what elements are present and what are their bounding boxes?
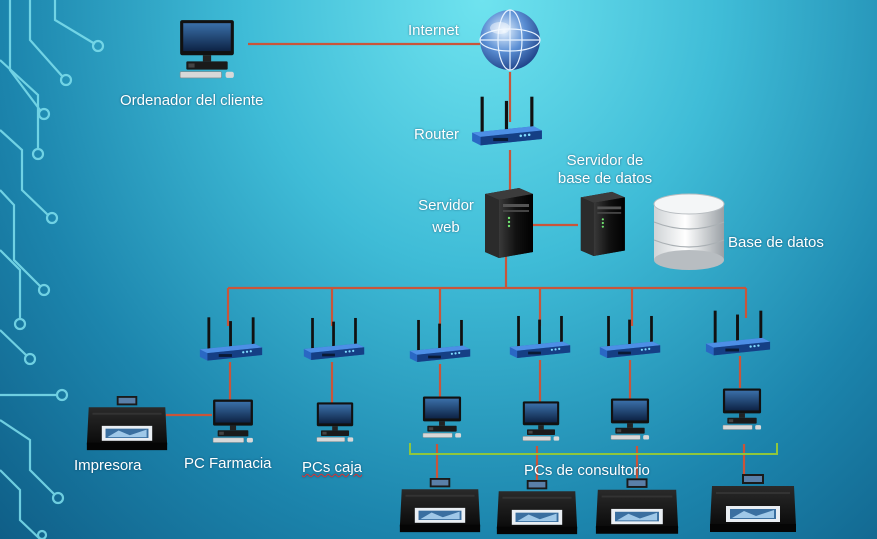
printer-pharmacy-icon[interactable] — [86, 396, 168, 451]
database-label: Base de datos — [728, 234, 824, 251]
pc-consult-3-icon[interactable] — [610, 398, 650, 440]
printer-consult-2-icon[interactable] — [496, 480, 578, 535]
printer-consult-4-icon[interactable] — [710, 474, 796, 532]
circuit-decoration — [0, 0, 105, 539]
web-server-label-line1: Servidor — [418, 197, 474, 214]
router-consult-1-icon[interactable] — [409, 319, 471, 363]
internet-globe-icon[interactable] — [479, 9, 541, 71]
router-consult-4-icon[interactable] — [705, 310, 771, 356]
web-server-icon[interactable] — [485, 188, 533, 258]
router-consult-2-icon[interactable] — [509, 315, 571, 359]
web-server-label-line2: web — [432, 219, 460, 236]
main-router-icon[interactable] — [472, 96, 542, 146]
database-server-icon[interactable] — [580, 191, 625, 256]
database-server-label: Servidor de base de datos — [557, 152, 653, 187]
pc-cash-icon[interactable] — [316, 402, 354, 442]
router-cash-icon[interactable] — [303, 317, 365, 361]
pcs-cash-label: PCs caja — [302, 459, 363, 476]
pc-pharmacy-icon[interactable] — [212, 399, 254, 443]
pc-consult-4-icon[interactable] — [722, 388, 762, 430]
router-pharmacy-icon[interactable] — [199, 317, 263, 361]
pc-pharmacy-label: PC Farmacia — [184, 455, 272, 472]
internet-label: Internet — [408, 22, 459, 39]
pcs-consult-label: PCs de consultorio — [524, 462, 650, 479]
consult-pcs-bracket — [409, 443, 778, 455]
pc-consult-2-icon[interactable] — [522, 401, 560, 441]
database-icon[interactable] — [653, 193, 725, 270]
printer-label: Impresora — [74, 457, 142, 474]
client-computer-icon[interactable] — [179, 19, 235, 79]
pc-consult-1-icon[interactable] — [422, 396, 462, 438]
network-links — [166, 42, 748, 488]
printer-consult-3-icon[interactable] — [595, 478, 679, 534]
client-computer-label: Ordenador del cliente — [120, 92, 264, 109]
printer-consult-1-icon[interactable] — [399, 478, 481, 533]
router-consult-3-icon[interactable] — [599, 315, 661, 359]
router-label: Router — [414, 126, 460, 143]
